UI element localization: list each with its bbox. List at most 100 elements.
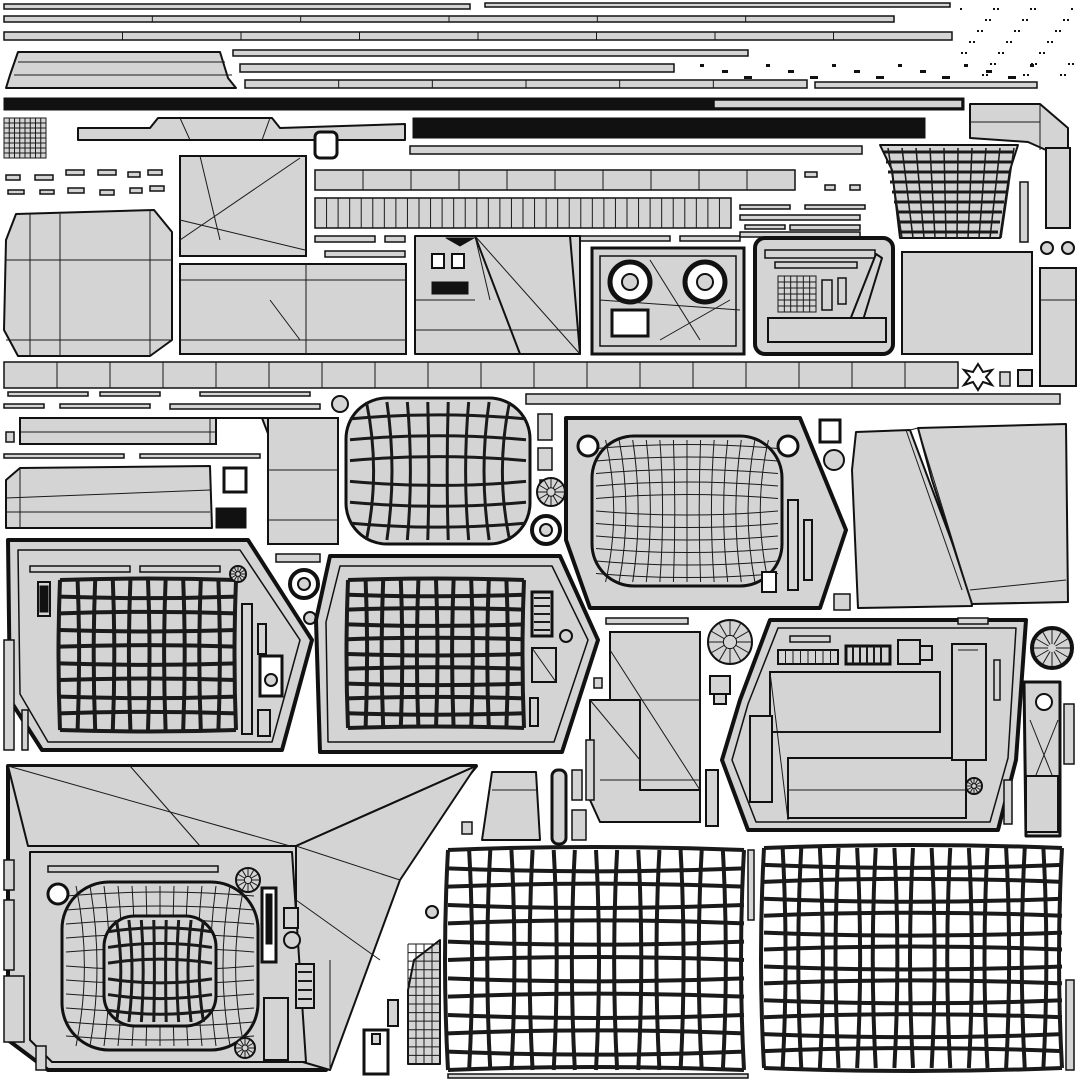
uv-speck bbox=[997, 8, 999, 10]
uv-speck bbox=[1022, 19, 1024, 21]
uv-strip bbox=[815, 82, 1037, 88]
seat-wire-v bbox=[724, 440, 728, 582]
uv-chip bbox=[35, 175, 53, 180]
uv-grid-line-h bbox=[348, 595, 524, 597]
uv-chip bbox=[4, 976, 24, 1042]
uv-chip bbox=[1000, 372, 1010, 386]
uv-vent-rib bbox=[930, 148, 935, 238]
uv-chip bbox=[1066, 980, 1074, 1070]
uv-speck bbox=[993, 8, 995, 10]
uv-chip bbox=[594, 678, 602, 688]
uv-speck bbox=[1002, 52, 1004, 54]
seat-wire-v bbox=[736, 440, 741, 582]
uv-trapezoid-island bbox=[482, 772, 540, 840]
seat-wire-h bbox=[596, 457, 778, 461]
seat-wire-h bbox=[108, 979, 212, 983]
uv-edge bbox=[130, 766, 200, 846]
uv-slot bbox=[765, 250, 875, 258]
gear-ring bbox=[824, 450, 844, 470]
gear-spoke bbox=[251, 882, 259, 887]
seat-wire-h bbox=[596, 470, 778, 474]
gear-hub bbox=[236, 572, 241, 577]
seat-wire-v bbox=[673, 440, 674, 582]
speaker-hub bbox=[697, 274, 713, 290]
gear-spoke bbox=[240, 1039, 244, 1045]
seat-wire-h bbox=[66, 1036, 254, 1040]
uv-grid-line-h bbox=[60, 679, 236, 681]
gear-spoke bbox=[719, 647, 727, 661]
uv-speck bbox=[994, 63, 996, 65]
seat-wire-h bbox=[66, 906, 254, 910]
uv-grid-line-v bbox=[985, 848, 988, 1068]
uv-chip bbox=[790, 225, 860, 230]
uv-chip bbox=[150, 186, 164, 191]
uv-chip bbox=[388, 1000, 398, 1026]
uv-speck bbox=[854, 70, 860, 73]
uv-switch-strip bbox=[296, 964, 314, 1008]
bolt-ring bbox=[1041, 242, 1053, 254]
uv-chip bbox=[714, 694, 726, 704]
gear-spoke bbox=[539, 485, 548, 490]
gear-spoke bbox=[250, 883, 255, 891]
gear-hub bbox=[244, 876, 251, 883]
uv-speck bbox=[810, 76, 818, 79]
gear-spoke bbox=[544, 480, 549, 489]
uv-chip bbox=[958, 618, 988, 624]
uv-patch-grid bbox=[4, 118, 46, 158]
seat-wire-v bbox=[760, 440, 768, 582]
gear-spoke bbox=[544, 495, 549, 504]
uv-grid-line-v bbox=[836, 848, 839, 1068]
uv-chip bbox=[1064, 704, 1074, 764]
uv-panel-island bbox=[180, 156, 306, 256]
uv-chip bbox=[680, 236, 740, 241]
gear-spoke bbox=[247, 1049, 253, 1053]
uv-button bbox=[224, 468, 246, 492]
uv-speck bbox=[1018, 30, 1020, 32]
uv-grid-line-v bbox=[148, 580, 150, 730]
uv-grid-line-v bbox=[614, 850, 617, 1070]
seat-wire-h bbox=[350, 523, 526, 527]
uv-vent-rib bbox=[916, 148, 924, 238]
gear-spoke bbox=[733, 623, 741, 637]
gear-spoke bbox=[735, 631, 749, 639]
uv-grid-line-h bbox=[764, 1048, 1062, 1051]
uv-chip bbox=[1004, 780, 1012, 824]
uv-chip bbox=[462, 822, 472, 834]
uv-speck bbox=[832, 64, 836, 67]
uv-grid-line-v bbox=[783, 848, 786, 1068]
uv-grid-line-h bbox=[764, 1014, 1062, 1017]
uv-speck bbox=[1030, 8, 1032, 10]
uv-speck bbox=[1051, 41, 1053, 43]
seat-mesh-grid bbox=[445, 847, 744, 1070]
uv-speck bbox=[1068, 63, 1070, 65]
gear-spoke bbox=[251, 874, 259, 879]
uv-chip bbox=[276, 554, 320, 562]
grille-spoke bbox=[1054, 651, 1061, 663]
uv-grid-line-v bbox=[113, 580, 115, 730]
seat-wire-v bbox=[660, 440, 663, 582]
uv-edge bbox=[475, 236, 580, 354]
uv-grid-line-h bbox=[764, 933, 1062, 936]
uv-grid-line-v bbox=[164, 580, 166, 730]
uv-chip bbox=[850, 185, 860, 190]
seat-wire-v bbox=[748, 440, 755, 582]
speaker-hub bbox=[298, 578, 310, 590]
seat-wire-h bbox=[596, 524, 778, 528]
uv-edge bbox=[532, 648, 556, 682]
uv-knob bbox=[898, 640, 920, 664]
uv-grid-line-h bbox=[348, 654, 524, 656]
uv-button bbox=[762, 572, 776, 592]
uv-sill-island bbox=[6, 52, 236, 88]
uv-grid-line-h bbox=[764, 966, 1062, 969]
uv-panel-island bbox=[590, 700, 700, 822]
uv-chip bbox=[8, 392, 88, 396]
uv-speck bbox=[964, 64, 968, 67]
seat-wire-h bbox=[350, 502, 526, 506]
uv-grid-line-v bbox=[969, 848, 972, 1068]
uv-speck bbox=[1027, 74, 1029, 76]
uv-grid-line-h bbox=[764, 845, 1062, 848]
uv-grid-line-v bbox=[1006, 848, 1009, 1068]
uv-grid-line-v bbox=[347, 580, 349, 728]
bolt-ring bbox=[1062, 242, 1074, 254]
